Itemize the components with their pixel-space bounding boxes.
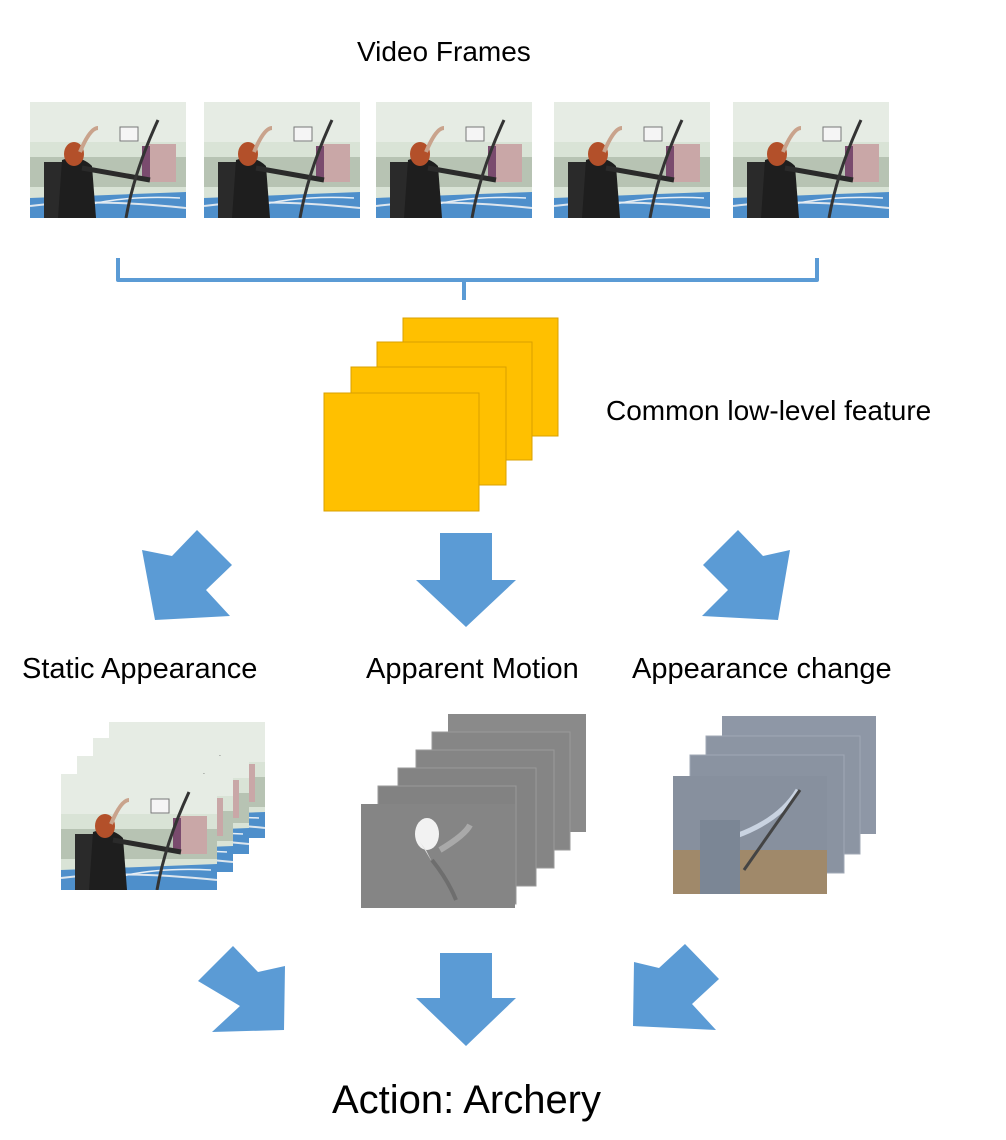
down-arrow-icon [416, 533, 516, 627]
appearance-change-label: Appearance change [632, 653, 892, 685]
video-frame-4 [554, 102, 710, 218]
common-feature-label: Common low-level feature [606, 395, 932, 426]
apparent-motion-label: Apparent Motion [366, 653, 579, 685]
video-frames-row [30, 102, 889, 218]
down-arrow-icon [416, 953, 516, 1046]
bracket-icon [116, 258, 819, 300]
action-result-label: Action: Archery [332, 1078, 602, 1122]
video-frame-2 [204, 102, 360, 218]
apparent-motion-stack [361, 714, 586, 908]
down-left-arrow-icon [633, 944, 719, 1030]
video-frame-3 [376, 102, 532, 218]
video-frames-title: Video Frames [357, 36, 531, 67]
down-left-arrow-icon [142, 530, 232, 620]
video-frame-1 [30, 102, 186, 218]
video-frame-5 [733, 102, 889, 218]
feature-stack [323, 317, 559, 512]
static-appearance-stack [61, 722, 265, 890]
down-right-arrow-icon [198, 946, 285, 1032]
appearance-change-stack [673, 716, 876, 894]
down-right-arrow-icon [702, 530, 790, 620]
static-appearance-label: Static Appearance [22, 653, 258, 685]
